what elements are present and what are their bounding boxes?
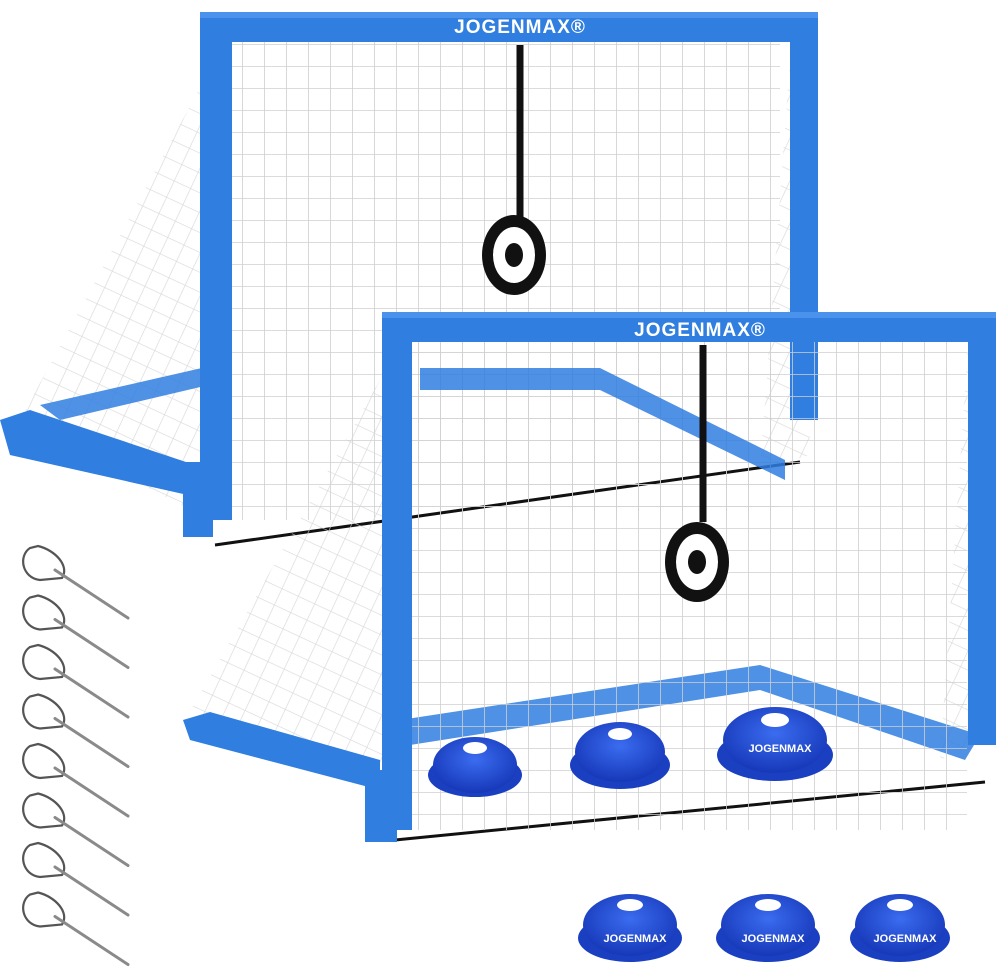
goal-back-left-foot — [183, 462, 213, 537]
ground-stake-icon — [22, 544, 130, 620]
ground-stake-icon — [22, 594, 130, 669]
cones-front-row: JOGENMAX JOGENMAX JOGENMAX — [578, 894, 950, 962]
bullseye-target-icon — [482, 215, 546, 295]
goal-front-side-net — [185, 345, 400, 780]
ground-stakes — [22, 544, 130, 966]
goal-front-left-foot — [365, 770, 397, 842]
goal-back-side-net — [20, 60, 215, 510]
ground-stake-icon — [22, 742, 130, 818]
goal-back-brand-logo: JOGENMAX® — [454, 17, 586, 38]
ground-stake-icon — [22, 643, 130, 719]
disc-cone-icon — [428, 737, 522, 797]
ground-stake-icon — [22, 792, 130, 867]
cone-brand-logo: JOGENMAX — [604, 933, 668, 945]
ground-stake-icon — [22, 891, 130, 966]
goal-back-ground-frame — [0, 410, 210, 500]
disc-cone-icon: JOGENMAX — [850, 894, 950, 962]
goal-front-brand-logo: JOGENMAX® — [634, 320, 766, 341]
cones-inside: JOGENMAX — [428, 707, 833, 797]
disc-cone-icon: JOGENMAX — [716, 894, 820, 962]
cone-brand-logo: JOGENMAX — [742, 933, 806, 945]
disc-cone-icon: JOGENMAX — [578, 894, 682, 962]
ground-stake-icon — [22, 841, 130, 917]
bullseye-target-icon — [665, 522, 729, 602]
ground-stake-icon — [22, 693, 130, 768]
cone-brand-logo: JOGENMAX — [749, 743, 813, 755]
disc-cone-icon — [570, 722, 670, 789]
goal-front-ground-frame — [183, 712, 380, 790]
goal-back-ground-rear — [40, 365, 230, 420]
cone-brand-logo: JOGENMAX — [874, 933, 938, 945]
disc-cone-icon: JOGENMAX — [717, 707, 833, 781]
